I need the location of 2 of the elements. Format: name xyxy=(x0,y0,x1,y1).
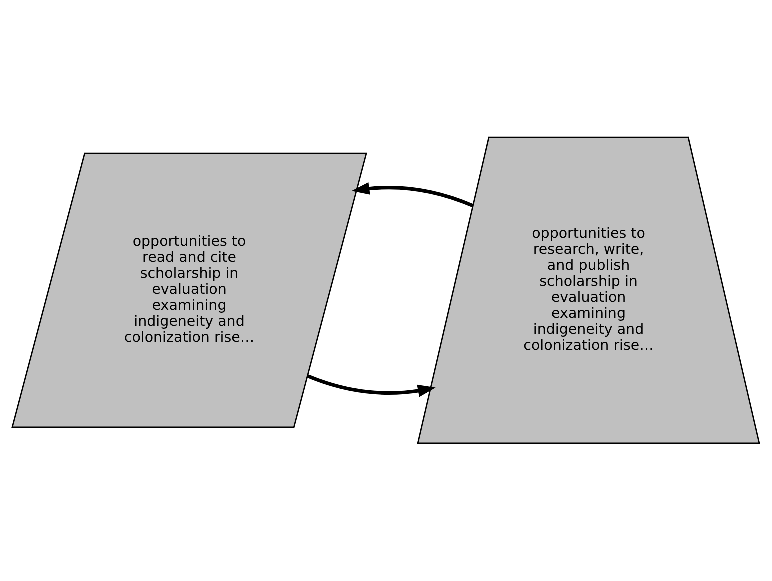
arrow xyxy=(307,374,436,398)
arrow xyxy=(352,182,474,208)
